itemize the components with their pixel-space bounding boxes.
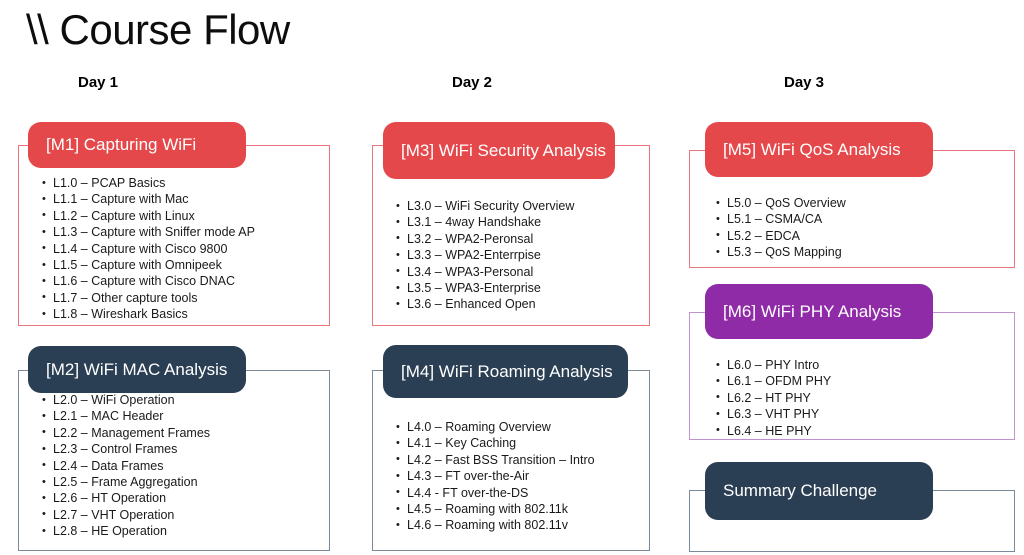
lesson-item[interactable]: L1.4 – Capture with Cisco 9800 xyxy=(42,240,255,257)
lesson-item[interactable]: L3.2 – WPA2-Peronsal xyxy=(396,230,574,247)
day-header-day-1: Day 1 xyxy=(78,74,119,91)
lesson-item[interactable]: L3.5 – WPA3-Enterprise xyxy=(396,280,574,297)
lesson-item[interactable]: L3.0 – WiFi Security Overview xyxy=(396,197,574,214)
lesson-item[interactable]: L2.1 – MAC Header xyxy=(42,408,210,425)
module-chip-m5[interactable]: [M5] WiFi QoS Analysis xyxy=(705,122,933,177)
lesson-list-m1: L1.0 – PCAP Basics L1.1 – Capture with M… xyxy=(42,174,255,323)
lesson-item[interactable]: L1.0 – PCAP Basics xyxy=(42,174,255,191)
module-chip-m3[interactable]: [M3] WiFi Security Analysis xyxy=(383,122,615,179)
lesson-list-m5: L5.0 – QoS Overview L5.1 – CSMA/CA L5.2 … xyxy=(716,194,846,261)
lesson-item[interactable]: L1.8 – Wireshark Basics xyxy=(42,306,255,323)
lesson-item[interactable]: L1.5 – Capture with Omnipeek xyxy=(42,257,255,274)
lesson-item[interactable]: L2.8 – HE Operation xyxy=(42,523,210,540)
day-header-day-2: Day 2 xyxy=(452,74,493,91)
lesson-item[interactable]: L1.6 – Capture with Cisco DNAC xyxy=(42,273,255,290)
lesson-list-m3: L3.0 – WiFi Security Overview L3.1 – 4wa… xyxy=(396,197,574,313)
module-chip-m4[interactable]: [M4] WiFi Roaming Analysis xyxy=(383,345,628,398)
lesson-item[interactable]: L3.3 – WPA2-Enterrpise xyxy=(396,247,574,264)
lesson-item[interactable]: L4.0 – Roaming Overview xyxy=(396,418,595,435)
module-chip-m7[interactable]: Summary Challenge xyxy=(705,462,933,520)
lesson-item[interactable]: L4.4 - FT over-the-DS xyxy=(396,484,595,501)
lesson-item[interactable]: L2.0 – WiFi Operation xyxy=(42,391,210,408)
lesson-list-m6: L6.0 – PHY Intro L6.1 – OFDM PHY L6.2 – … xyxy=(716,356,831,439)
lesson-item[interactable]: L1.2 – Capture with Linux xyxy=(42,207,255,224)
lesson-item[interactable]: L1.7 – Other capture tools xyxy=(42,289,255,306)
lesson-item[interactable]: L6.2 – HT PHY xyxy=(716,389,831,406)
module-chip-m1[interactable]: [M1] Capturing WiFi xyxy=(28,122,246,168)
lesson-item[interactable]: L1.3 – Capture with Sniffer mode AP xyxy=(42,224,255,241)
lesson-item[interactable]: L6.3 – VHT PHY xyxy=(716,406,831,423)
lesson-item[interactable]: L5.1 – CSMA/CA xyxy=(716,211,846,228)
lesson-list-m4: L4.0 – Roaming Overview L4.1 – Key Cachi… xyxy=(396,418,595,534)
lesson-item[interactable]: L4.2 – Fast BSS Transition – Intro xyxy=(396,451,595,468)
lesson-item[interactable]: L4.1 – Key Caching xyxy=(396,435,595,452)
module-chip-m2[interactable]: [M2] WiFi MAC Analysis xyxy=(28,346,246,393)
lesson-item[interactable]: L5.0 – QoS Overview xyxy=(716,194,846,211)
lesson-item[interactable]: L1.1 – Capture with Mac xyxy=(42,191,255,208)
lesson-item[interactable]: L5.2 – EDCA xyxy=(716,227,846,244)
lesson-item[interactable]: L2.2 – Management Frames xyxy=(42,424,210,441)
lesson-item[interactable]: L2.5 – Frame Aggregation xyxy=(42,474,210,491)
lesson-item[interactable]: L3.1 – 4way Handshake xyxy=(396,214,574,231)
lesson-item[interactable]: L4.5 – Roaming with 802.11k xyxy=(396,501,595,518)
lesson-item[interactable]: L6.1 – OFDM PHY xyxy=(716,373,831,390)
lesson-item[interactable]: L6.4 – HE PHY xyxy=(716,422,831,439)
lesson-item[interactable]: L4.3 – FT over-the-Air xyxy=(396,468,595,485)
lesson-item[interactable]: L2.6 – HT Operation xyxy=(42,490,210,507)
lesson-item[interactable]: L3.4 – WPA3-Personal xyxy=(396,263,574,280)
lesson-item[interactable]: L2.3 – Control Frames xyxy=(42,441,210,458)
lesson-item[interactable]: L3.6 – Enhanced Open xyxy=(396,296,574,313)
lesson-item[interactable]: L6.0 – PHY Intro xyxy=(716,356,831,373)
lesson-item[interactable]: L2.4 – Data Frames xyxy=(42,457,210,474)
module-chip-m6[interactable]: [M6] WiFi PHY Analysis xyxy=(705,284,933,339)
page-title: \\ Course Flow xyxy=(26,6,290,53)
day-header-day-3: Day 3 xyxy=(784,74,825,91)
lesson-item[interactable]: L5.3 – QoS Mapping xyxy=(716,244,846,261)
lesson-item[interactable]: L2.7 – VHT Operation xyxy=(42,506,210,523)
lesson-item[interactable]: L4.6 – Roaming with 802.11v xyxy=(396,517,595,534)
lesson-list-m2: L2.0 – WiFi Operation L2.1 – MAC Header … xyxy=(42,391,210,540)
